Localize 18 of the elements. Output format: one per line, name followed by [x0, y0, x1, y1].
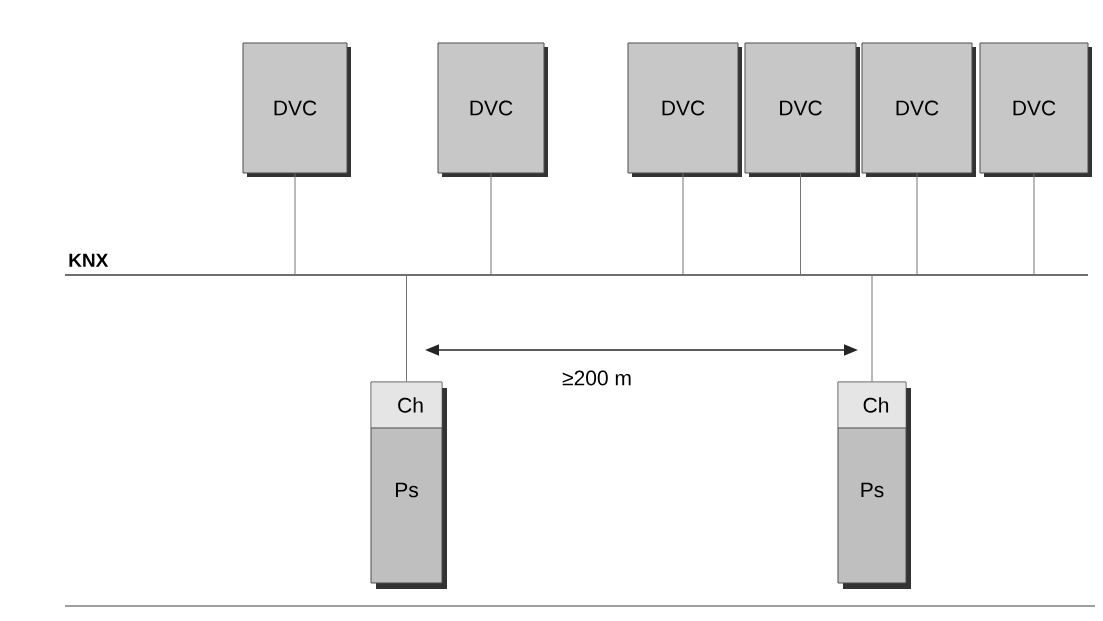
device-box: DVC [627, 42, 742, 177]
charger-unit: Ch Ps [370, 381, 447, 589]
connector-line [490, 173, 492, 275]
connector-line [294, 173, 296, 275]
connector-line [871, 275, 873, 382]
connector-line [916, 173, 918, 275]
device-box: DVC [979, 42, 1092, 177]
device-box: DVC [861, 42, 976, 177]
device-box: DVC [437, 42, 548, 177]
bus-line: KNX [65, 253, 1088, 276]
device-box: DVC [744, 42, 860, 177]
connector-line [1033, 173, 1035, 275]
connector-line [406, 275, 407, 382]
connector-line [682, 173, 684, 275]
device-box: DVC [242, 42, 351, 177]
connector-line [800, 173, 801, 275]
dimension-label: ≥200 m [562, 370, 631, 386]
charger-unit: Ch Ps [837, 381, 911, 589]
